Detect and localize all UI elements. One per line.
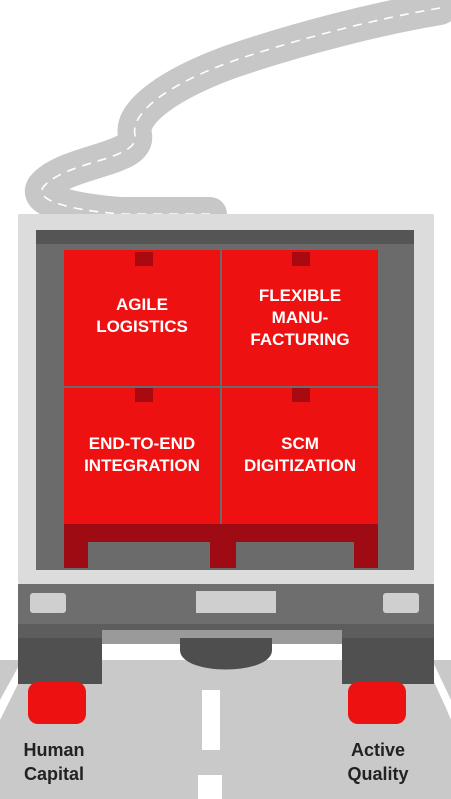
cargo-box-flexible-manufacturing <box>222 250 378 386</box>
wheel-label-human-capital: Human Capital <box>4 738 104 786</box>
wheel-left <box>28 682 86 724</box>
box-label-line: FACTURING <box>250 330 350 349</box>
box-label-line: LOGISTICS <box>96 317 188 336</box>
box-label-line: MANU- <box>271 308 329 327</box>
cargo-box-end-to-end-integration <box>64 388 220 524</box>
box-label-line: END-TO-END <box>88 434 196 453</box>
box-label-line: FLEXIBLE <box>258 286 342 305</box>
box-label-flexible-manufacturing: FLEXIBLE MANU- FACTURING <box>222 285 378 351</box>
box-label-line: SCM <box>281 434 319 453</box>
box-label-line: DIGITIZATION <box>243 456 357 475</box>
wheel-label-line: Quality <box>347 764 409 784</box>
box-label-line: AGILE <box>116 295 168 314</box>
box-label-scm-digitization: SCM DIGITIZATION <box>222 433 378 477</box>
wheel-label-line: Capital <box>23 764 84 784</box>
wheel-label-line: Human <box>23 740 85 760</box>
wheel-label-active-quality: Active Quality <box>328 738 428 786</box>
box-label-agile-logistics: AGILE LOGISTICS <box>64 294 220 338</box>
box-label-end-to-end-integration: END-TO-END INTEGRATION <box>64 433 220 477</box>
wheel-label-line: Active <box>350 740 406 760</box>
box-label-line: INTEGRATION <box>84 456 200 475</box>
truck <box>18 214 434 724</box>
cargo-box-agile-logistics <box>64 250 220 386</box>
winding-road <box>25 0 451 231</box>
wheel-right <box>348 682 406 724</box>
cargo-box-scm-digitization <box>222 388 378 524</box>
